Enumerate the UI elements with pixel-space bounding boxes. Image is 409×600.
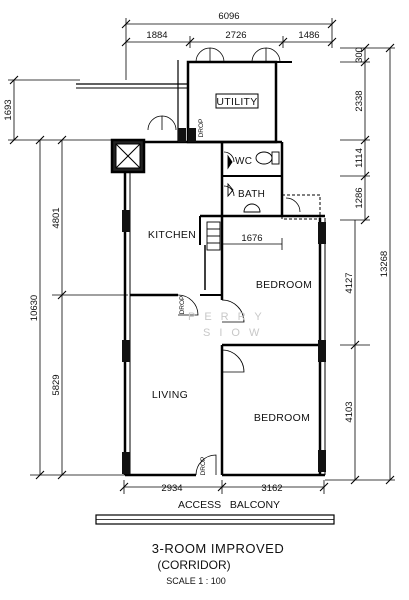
dim-left-10630: 10630 — [29, 295, 40, 321]
room-living: LIVING — [152, 389, 188, 401]
dim-right-1114: 1114 — [354, 148, 365, 168]
dim-right-2338: 2338 — [354, 90, 365, 111]
dimension-ticks — [9, 19, 395, 492]
room-bedroom-upper: BEDROOM — [256, 279, 312, 291]
dim-right-total: 13268 — [379, 251, 390, 277]
watermark-line1: PERRY — [188, 311, 271, 323]
dim-right-300: 300 — [354, 47, 365, 63]
dim-left-1693: 1693 — [3, 99, 14, 120]
dim-top-seg3: 1486 — [298, 30, 319, 41]
room-bath: BATH — [238, 189, 265, 200]
dimension-lines — [8, 18, 395, 494]
dim-right-1286: 1286 — [354, 187, 365, 208]
dim-bottom-3162: 3162 — [261, 483, 282, 494]
drop-label-living: DROP — [179, 296, 186, 315]
plan-title: 3-ROOM IMPROVED — [152, 541, 284, 556]
plan-scale: SCALE 1 : 100 — [166, 576, 226, 586]
watermark-line2: SIOW — [203, 327, 268, 339]
fixtures — [206, 151, 280, 251]
utility-label-box — [215, 93, 259, 109]
dim-right-4127: 4127 — [344, 272, 355, 293]
access-balcony-label: ACCESS BALCONY — [178, 499, 280, 511]
room-kitchen: KITCHEN — [148, 229, 196, 241]
drop-label-utility: DROP — [198, 119, 205, 138]
access-balcony-wall — [95, 514, 335, 525]
dim-top-seg2: 2726 — [225, 30, 246, 41]
room-bedroom-lower: BEDROOM — [254, 412, 310, 424]
dim-top-seg1: 1884 — [146, 30, 167, 41]
columns — [122, 128, 326, 474]
dim-inner-1676: 1676 — [241, 233, 262, 244]
room-wc: WC — [235, 156, 252, 167]
door-swings — [147, 47, 301, 476]
dim-right-4103: 4103 — [344, 401, 355, 422]
plan-subtitle: (CORRIDOR) — [157, 558, 230, 572]
dim-bottom-2934: 2934 — [161, 483, 182, 494]
dim-left-4801: 4801 — [51, 207, 62, 228]
drop-label-entrance: DROP — [200, 457, 207, 476]
dim-left-5829: 5829 — [51, 374, 62, 395]
room-utility: UTILITY — [216, 96, 257, 108]
dim-top-total: 6096 — [218, 11, 239, 22]
